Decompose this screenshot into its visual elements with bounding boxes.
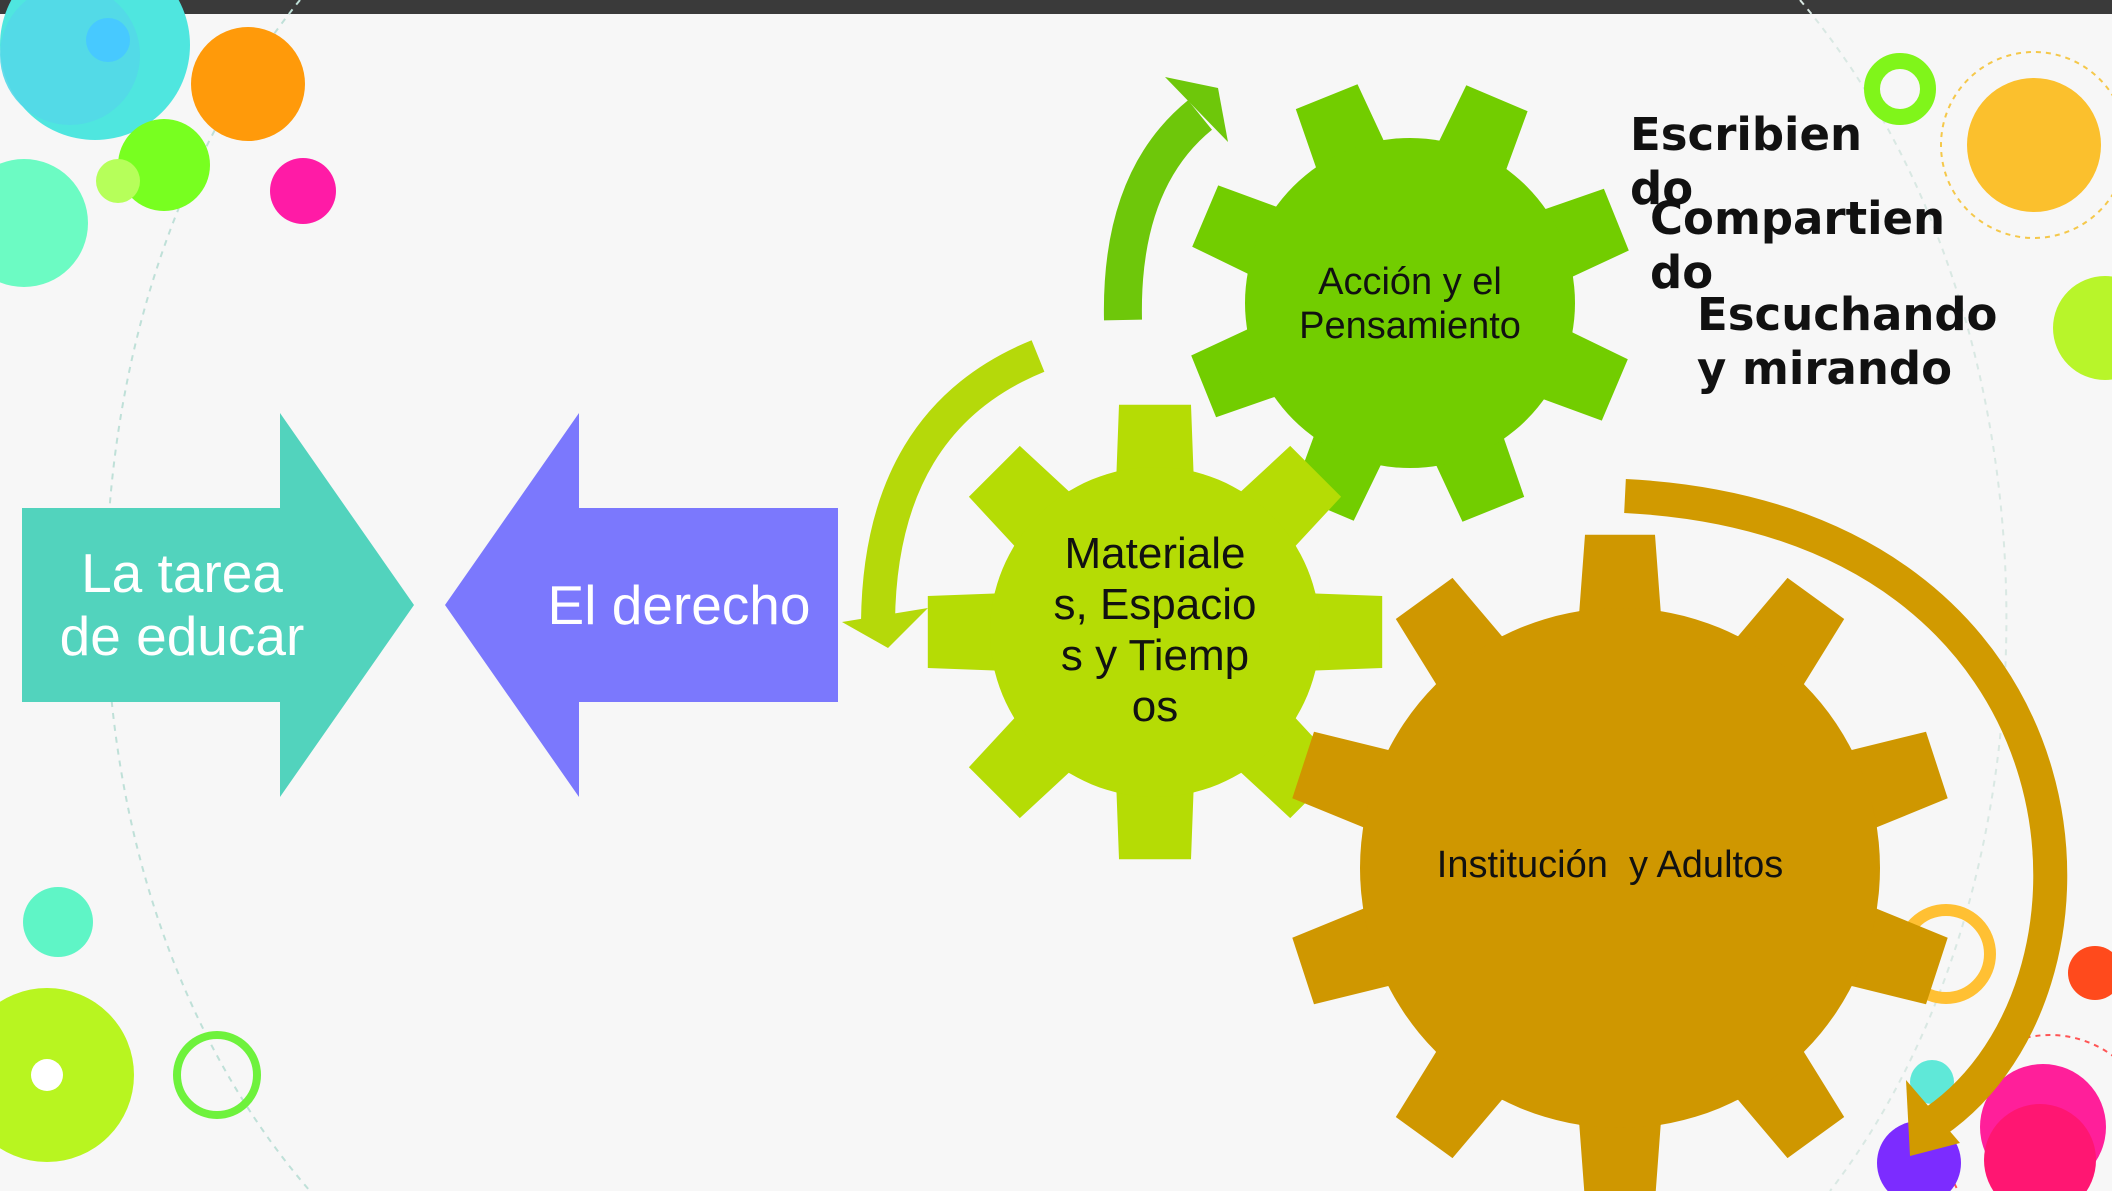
top-bar: [0, 0, 2112, 14]
gear-materiales-body: [990, 467, 1320, 797]
curved-arrow-mid-head: [842, 608, 928, 648]
decor-circle: [1984, 1104, 2096, 1191]
side-word-escuchando: Escuchando y mirando: [1697, 288, 1998, 395]
gear-institucion-label: Institución y Adultos: [1436, 843, 1784, 886]
decor-circle: [2068, 946, 2112, 1000]
decor-dashed-ring: [1940, 51, 2112, 239]
decor-circle: [191, 27, 305, 141]
gear-accion-body: [1245, 138, 1575, 468]
decor-circle: [31, 1059, 63, 1091]
curved-arrow-mid: [861, 340, 1045, 623]
gear-materiales-label: Materiales, Espacios y Tiempos: [1053, 528, 1257, 732]
gear-materiales: [927, 404, 1383, 860]
decor-circle: [96, 159, 140, 203]
decor-circle: [23, 887, 93, 957]
gear-accion-label: Acción y el Pensamiento: [1299, 261, 1521, 347]
curved-arrow-top-head: [1165, 77, 1228, 142]
arrow-el-derecho: [445, 413, 838, 797]
decor-circle: [86, 18, 130, 62]
gear-accion: [1191, 84, 1629, 522]
curved-arrow-big: [1624, 479, 2068, 1143]
decor-ring: [173, 1031, 261, 1119]
decor-circle: [0, 159, 88, 287]
arrow-left-label: La tarea de educar: [59, 541, 305, 667]
decor-circle: [1910, 1060, 1954, 1104]
decorative-dashed-arc-right: [1799, 0, 2008, 1191]
side-word-escribiendo: Escribiendo: [1630, 108, 1863, 215]
arrow-la-tarea-de-educar: [22, 413, 414, 797]
gear-institucion-body: [1360, 608, 1880, 1128]
decor-circle: [270, 158, 336, 224]
decor-circle: [0, 988, 134, 1162]
side-word-compartiendo: Compartiendo: [1650, 192, 1946, 299]
decor-circle: [118, 119, 210, 211]
decor-circle: [1967, 78, 2101, 212]
decor-circle: [2053, 276, 2112, 380]
decor-dashed-ring: [1944, 1034, 2112, 1191]
arrow-right-label: El derecho: [547, 574, 811, 636]
curved-arrow-top: [1103, 100, 1213, 321]
decor-ring: [1864, 53, 1936, 125]
curved-arrow-big-head: [1906, 1080, 1960, 1156]
gear-institucion: [1292, 534, 1948, 1191]
